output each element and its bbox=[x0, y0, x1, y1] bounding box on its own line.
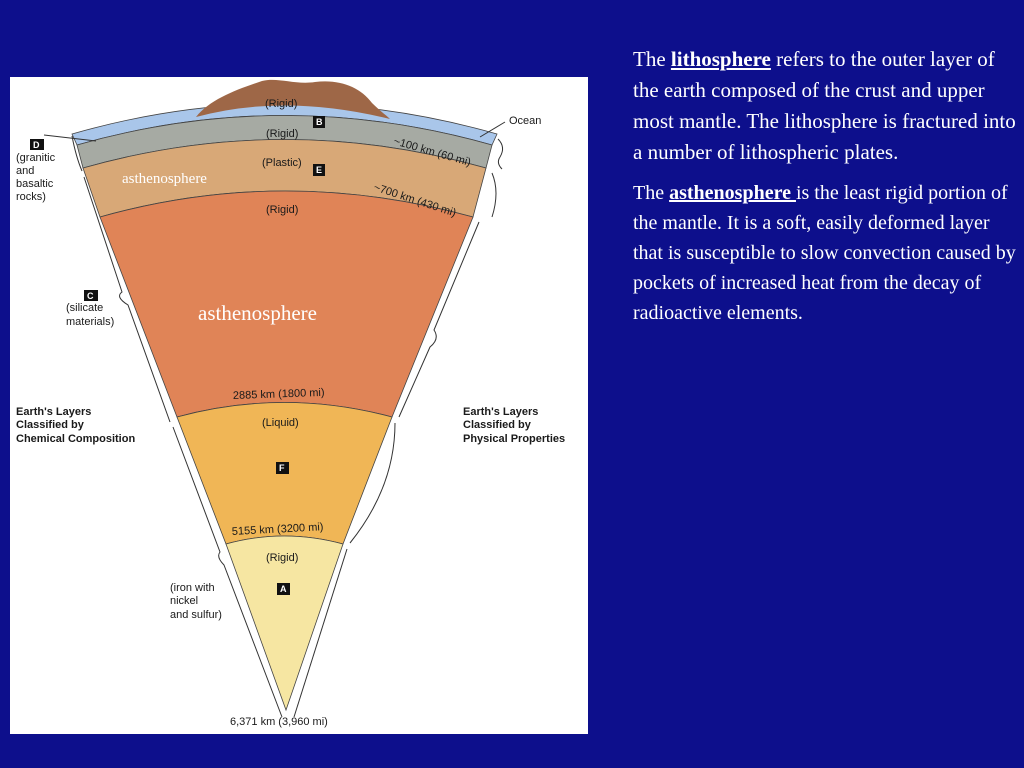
label-plastic: (Plastic) bbox=[262, 157, 302, 169]
asthenosphere-pre: The bbox=[633, 182, 670, 204]
right-bracket-mesosphere bbox=[398, 221, 480, 418]
letter-box-c: C bbox=[84, 290, 98, 301]
slide-text: The lithosphere refers to the outer laye… bbox=[633, 44, 1018, 338]
right-bracket-outer bbox=[349, 422, 396, 544]
note-mantle-line2: materials) bbox=[66, 316, 114, 328]
label-rigid-inner: (Rigid) bbox=[266, 552, 298, 564]
asthenosphere-body: is the least rigid portion of the mantle… bbox=[633, 182, 1016, 324]
note-mantle-line1: (silicate bbox=[66, 302, 103, 314]
svg-text:D: D bbox=[33, 140, 40, 150]
note-crust-line2: and bbox=[16, 165, 34, 177]
lithosphere-pre: The bbox=[633, 47, 671, 71]
depth-2885km: 2885 km (1800 mi) bbox=[233, 387, 325, 402]
note-core-line1: (iron with bbox=[170, 582, 215, 594]
svg-text:F: F bbox=[279, 463, 285, 473]
chem-classification-line3: Chemical Composition bbox=[16, 433, 135, 445]
left-bracket-crust bbox=[71, 135, 83, 172]
asthenosphere-term: asthenosphere bbox=[669, 182, 796, 204]
letter-box-b: B bbox=[313, 116, 325, 128]
earth-layers-diagram: (Rigid) (Rigid) (Plastic) (Rigid) (Liqui… bbox=[10, 77, 588, 734]
label-rigid-lithosphere: (Rigid) bbox=[266, 128, 298, 140]
note-core-line3: and sulfur) bbox=[170, 609, 222, 621]
chem-classification-line1: Earth's Layers bbox=[16, 406, 91, 418]
lithosphere-term: lithosphere bbox=[670, 47, 771, 71]
lithosphere-paragraph: The lithosphere refers to the outer laye… bbox=[633, 44, 1018, 168]
asthenosphere-paragraph: The asthenosphere is the least rigid por… bbox=[633, 178, 1018, 328]
phys-classification-line1: Earth's Layers bbox=[463, 406, 538, 418]
depth-5155km: 5155 km (3200 mi) bbox=[232, 521, 324, 538]
svg-text:C: C bbox=[87, 291, 94, 301]
inner-core-layer bbox=[225, 535, 344, 712]
label-rigid-top: (Rigid) bbox=[265, 98, 297, 110]
svg-text:E: E bbox=[316, 165, 322, 175]
left-bracket-mantle bbox=[83, 176, 171, 423]
note-crust-line1: (granitic bbox=[16, 152, 56, 164]
right-bracket-asth bbox=[491, 172, 497, 218]
label-liquid: (Liquid) bbox=[262, 417, 299, 429]
phys-classification-line3: Physical Properties bbox=[463, 433, 565, 445]
label-rigid-mantle: (Rigid) bbox=[266, 204, 298, 216]
letter-box-d: D bbox=[30, 139, 44, 150]
ocean-pointer bbox=[479, 121, 506, 138]
note-core-line2: nickel bbox=[170, 595, 198, 607]
crust-pointer bbox=[43, 134, 97, 142]
lithosphere-body: refers to the outer layer of the earth c… bbox=[633, 47, 1016, 164]
asthenosphere-overlay-large: asthenosphere bbox=[198, 301, 317, 325]
earth-wedge-svg: (Rigid) (Rigid) (Plastic) (Rigid) (Liqui… bbox=[16, 79, 565, 728]
svg-text:B: B bbox=[316, 117, 323, 127]
continental-crust bbox=[196, 79, 390, 119]
left-bracket-core bbox=[172, 426, 283, 718]
letter-box-a: A bbox=[277, 583, 290, 595]
right-bracket-lith bbox=[497, 138, 504, 170]
letter-box-e: E bbox=[313, 164, 325, 176]
chem-classification-line2: Classified by bbox=[16, 419, 85, 431]
note-crust-line3: basaltic bbox=[16, 178, 54, 190]
right-bracket-inner bbox=[293, 548, 348, 718]
note-crust-line4: rocks) bbox=[16, 191, 46, 203]
depth-6371km: 6,371 km (3,960 mi) bbox=[230, 716, 328, 728]
label-ocean: Ocean bbox=[509, 115, 541, 127]
svg-text:A: A bbox=[280, 584, 287, 594]
asthenosphere-overlay-small: asthenosphere bbox=[122, 171, 207, 187]
letter-box-f: F bbox=[276, 462, 289, 474]
phys-classification-line2: Classified by bbox=[463, 419, 532, 431]
